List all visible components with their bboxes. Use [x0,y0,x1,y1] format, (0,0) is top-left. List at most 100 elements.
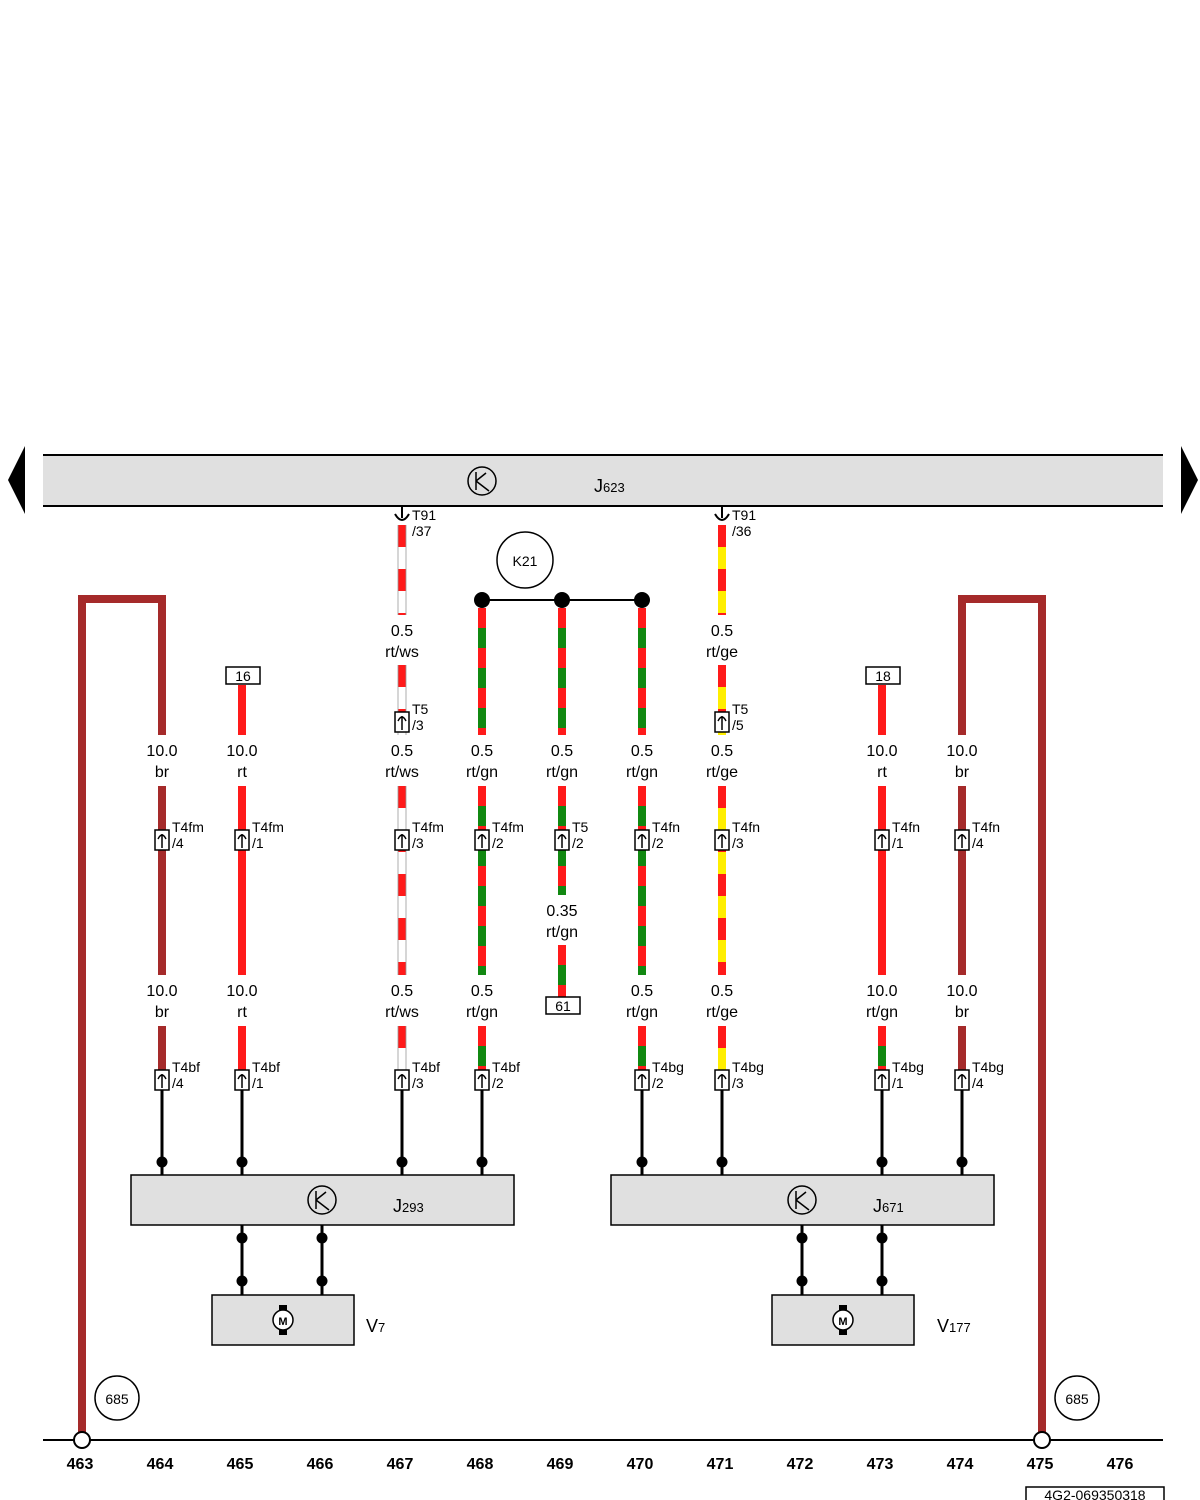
svg-text:10.0: 10.0 [946,743,977,760]
ground-point-475 [1033,1431,1051,1449]
connector-t4fn-2: T4fn/2 [634,819,680,851]
connector-pin: /3 [412,1075,424,1091]
svg-text:M: M [278,1316,287,1328]
svg-text:0.5: 0.5 [711,743,733,760]
connector-name: T4bg [892,1059,924,1075]
connector-layer: T91/37T91/36T5/3T5/5T4fm/4T4fm/1T4fm/3T4… [154,507,1004,1091]
svg-text:10.0: 10.0 [226,983,257,1000]
svg-text:685: 685 [1065,1391,1089,1407]
svg-text:471: 471 [707,1456,734,1473]
connector-t5-3: T5/3 [394,701,429,733]
connector-t4bg-1: T4bg/1 [874,1059,924,1091]
connector-t4fm-3: T4fm/3 [394,819,444,851]
svg-text:10.0: 10.0 [226,743,257,760]
svg-text:0.5: 0.5 [631,743,653,760]
svg-text:470: 470 [627,1456,654,1473]
connector-pin: /1 [892,835,904,851]
connector-t4bf-3: T4bf/3 [394,1059,440,1091]
connector-name: T5 [572,819,589,835]
pin-icon [397,1074,407,1088]
pin-symbol-t91-36 [714,506,730,521]
pin-icon [717,834,727,848]
splice-label: K21 [513,553,538,569]
next-page-arrow-icon[interactable] [1181,446,1198,514]
svg-text:10.0: 10.0 [146,983,177,1000]
svg-text:468: 468 [467,1456,494,1473]
svg-text:10.0: 10.0 [146,743,177,760]
connector-pin: /37 [412,523,432,539]
pin-icon [637,1074,647,1088]
connector-name: T4fm [252,819,284,835]
svg-text:rt/gn: rt/gn [626,1004,658,1021]
connector-t4fn-4: T4fn/4 [954,819,1000,851]
svg-text:rt/ge: rt/ge [706,644,738,661]
connector-name: T4bf [412,1059,440,1075]
connector-pin: /3 [732,1075,744,1091]
connector-t91-37: T91/37 [412,507,436,539]
svg-text:16: 16 [235,668,251,684]
connector-t4bf-1: T4bf/1 [234,1059,280,1091]
connector-t4fn-1: T4fn/1 [874,819,920,851]
svg-text:465: 465 [227,1456,254,1473]
splice-k21: K21 [474,531,650,608]
previous-page-arrow-icon[interactable] [8,446,25,514]
pin-icon [237,834,247,848]
svg-text:0.5: 0.5 [391,623,413,640]
svg-text:br: br [155,1004,170,1021]
connector-pin: /4 [172,1075,184,1091]
motor-v177: M V177 [771,1294,971,1346]
svg-text:rt/ge: rt/ge [706,1004,738,1021]
connector-pin: /2 [652,1075,664,1091]
ground-wire-right [958,595,1046,1440]
reference-box-18: 18 [865,666,901,685]
svg-text:V177: V177 [937,1316,971,1336]
svg-text:rt/gn: rt/gn [866,1004,898,1021]
pin-icon [477,834,487,848]
connector-name: T4bf [252,1059,280,1075]
svg-text:rt/ws: rt/ws [385,764,419,781]
connector-t4bf-4: T4bf/4 [154,1059,200,1091]
connector-name: T91 [412,507,436,523]
svg-text:0.5: 0.5 [391,983,413,1000]
pin-icon [397,834,407,848]
connector-name: T4bg [732,1059,764,1075]
connector-t4fn-3: T4fn/3 [714,819,760,851]
svg-text:0.5: 0.5 [471,983,493,1000]
connector-pin: /2 [652,835,664,851]
connector-name: T5 [732,701,749,717]
pin-icon [877,834,887,848]
svg-text:464: 464 [147,1456,174,1473]
connector-pin: /36 [732,523,752,539]
connector-pin: /2 [572,835,584,851]
module-sub: 623 [603,480,625,495]
connector-t4fm-4: T4fm/4 [154,819,204,851]
transistor-icon [307,1185,337,1215]
svg-text:rt: rt [237,764,247,781]
svg-text:467: 467 [387,1456,414,1473]
pin-icon [557,834,567,848]
motor-icon: M [832,1305,854,1335]
svg-text:0.5: 0.5 [471,743,493,760]
connector-t4fm-1: T4fm/1 [234,819,284,851]
connector-name: T4fn [972,819,1000,835]
connector-name: T5 [412,701,429,717]
svg-text:rt/ws: rt/ws [385,1004,419,1021]
svg-text:4G2-069350318: 4G2-069350318 [1044,1487,1145,1500]
svg-text:475: 475 [1027,1456,1054,1473]
pin-icon [157,1074,167,1088]
svg-text:10.0: 10.0 [866,743,897,760]
connector-t91-36: T91/36 [732,507,756,539]
connector-name: T4fn [892,819,920,835]
pin-icon [157,834,167,848]
connector-pin: /3 [412,717,424,733]
control-unit-j293: J293 [130,1174,515,1226]
track-numbers: 463 464 465 466 467 468 469 470 471 472 … [67,1456,1134,1473]
svg-text:10.0: 10.0 [866,983,897,1000]
svg-text:J293: J293 [393,1196,424,1216]
svg-text:rt/ws: rt/ws [385,644,419,661]
svg-text:br: br [955,764,970,781]
connector-pin: /3 [412,835,424,851]
connector-name: T4fn [732,819,760,835]
svg-text:br: br [955,1004,970,1021]
